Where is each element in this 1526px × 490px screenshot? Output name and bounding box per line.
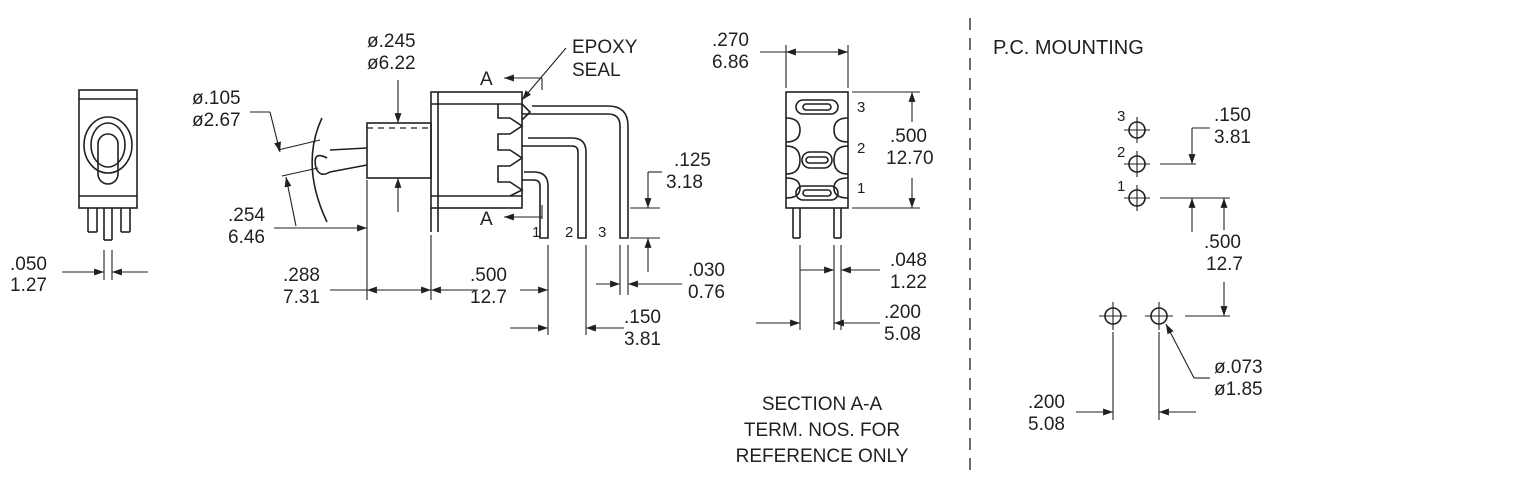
section-view: 3 2 1 .270 6.86 .500 12.70 .048 1.22 .20… bbox=[712, 30, 934, 467]
dim-pin-thick-inch: .030 bbox=[688, 260, 725, 281]
hole-mount-right bbox=[1145, 302, 1173, 330]
dim-pc-hole-span-mm: 5.08 bbox=[1028, 414, 1065, 435]
switch-body bbox=[430, 91, 523, 209]
dim-section-pin-w-inch: .048 bbox=[890, 250, 927, 271]
dim-bushing-len-inch: .288 bbox=[283, 265, 320, 286]
dim-bushing-dia-inch: ø.245 bbox=[367, 31, 416, 52]
dim-section-height-mm: 12.70 bbox=[886, 148, 934, 169]
dim-pin-width-mm: 1.27 bbox=[10, 275, 47, 296]
contact-2 bbox=[801, 151, 833, 169]
dim-pc-hole-dia-mm: ø1.85 bbox=[1214, 379, 1263, 400]
dim-pin-thick-mm: 0.76 bbox=[688, 282, 725, 303]
lever-tip bbox=[97, 133, 119, 185]
side-view: EPOXY SEAL A A 1 2 3 ø.245 ø6.22 ø.105 ø… bbox=[192, 31, 725, 350]
section-marker-bottom: A bbox=[480, 209, 493, 230]
dim-section-pin-w-mm: 1.22 bbox=[890, 272, 927, 293]
hole-2 bbox=[1124, 151, 1150, 177]
dim-section-pin-span-inch: .200 bbox=[884, 302, 921, 323]
dim-bushing-dia-mm: ø6.22 bbox=[367, 53, 416, 74]
lever-travel-arc bbox=[311, 117, 328, 223]
epoxy-label-2: SEAL bbox=[572, 60, 621, 81]
dim-pc-hole-dia-inch: ø.073 bbox=[1214, 357, 1263, 378]
bushing-outline bbox=[83, 116, 133, 174]
dim-lever-dia-mm: ø2.67 bbox=[192, 110, 241, 131]
epoxy-label-1: EPOXY bbox=[572, 37, 638, 58]
contact-1 bbox=[795, 185, 839, 201]
section-body-outline bbox=[785, 91, 849, 209]
hole-1 bbox=[1124, 185, 1150, 211]
page-title: P.C. MOUNTING bbox=[993, 37, 1144, 59]
dim-section-height-inch: .500 bbox=[890, 126, 927, 147]
dim-lever-len-mm: 6.46 bbox=[228, 227, 265, 248]
dim-pin-pitch-mm: 3.81 bbox=[624, 329, 661, 350]
pc-pin-label-3: 3 bbox=[1117, 108, 1125, 125]
dim-pc-hole-span-inch: .200 bbox=[1028, 392, 1065, 413]
pc-mounting-view: P.C. MOUNTING 3 2 1 bbox=[993, 37, 1263, 435]
section-caption-line-2: TERM. NOS. FOR bbox=[744, 420, 900, 441]
dim-pc-row-gap-inch: .500 bbox=[1204, 232, 1241, 253]
section-pin-label-1: 1 bbox=[857, 180, 865, 197]
dim-bushing-len-mm: 7.31 bbox=[283, 287, 320, 308]
pc-pin-label-2: 2 bbox=[1117, 144, 1125, 161]
dim-pin-pitch-inch: .150 bbox=[624, 307, 661, 328]
dim-pin-width-inch: .050 bbox=[10, 254, 47, 275]
lever-outline bbox=[314, 154, 368, 176]
dim-section-width-mm: 6.86 bbox=[712, 52, 749, 73]
section-pin-label-2: 2 bbox=[857, 140, 865, 157]
dim-section-width-inch: .270 bbox=[712, 30, 749, 51]
hole-3 bbox=[1124, 117, 1150, 143]
dim-section-pin-span-mm: 5.08 bbox=[884, 324, 921, 345]
dim-body-len-mm: 12.7 bbox=[470, 287, 507, 308]
side-pin-label-3: 3 bbox=[598, 224, 606, 241]
dim-pin-offset-mm: 3.18 bbox=[666, 172, 703, 193]
section-pin-label-3: 3 bbox=[857, 99, 865, 116]
hole-mount-left bbox=[1099, 302, 1127, 330]
dim-pc-pitch-inch: .150 bbox=[1214, 105, 1251, 126]
terminal-1 bbox=[522, 171, 549, 239]
section-caption-line-3: REFERENCE ONLY bbox=[736, 446, 909, 467]
dim-pin-offset-inch: .125 bbox=[674, 150, 711, 171]
dim-lever-len-inch: .254 bbox=[228, 205, 265, 226]
pc-pin-label-1: 1 bbox=[1117, 178, 1125, 195]
dim-lever-dia-inch: ø.105 bbox=[192, 88, 241, 109]
front-view: .050 1.27 bbox=[10, 89, 148, 296]
contact-3 bbox=[795, 99, 839, 115]
terminal-3 bbox=[522, 105, 629, 239]
bushing-side bbox=[366, 122, 432, 179]
section-caption-line-1: SECTION A-A bbox=[762, 394, 883, 415]
side-pin-label-1: 1 bbox=[532, 224, 540, 241]
side-pin-label-2: 2 bbox=[565, 224, 573, 241]
terminal-2 bbox=[522, 137, 587, 239]
section-marker-top: A bbox=[480, 69, 493, 90]
front-body-outline bbox=[78, 89, 138, 209]
dim-body-len-inch: .500 bbox=[470, 265, 507, 286]
dim-pc-row-gap-mm: 12.7 bbox=[1206, 254, 1243, 275]
dim-pc-pitch-mm: 3.81 bbox=[1214, 127, 1251, 148]
